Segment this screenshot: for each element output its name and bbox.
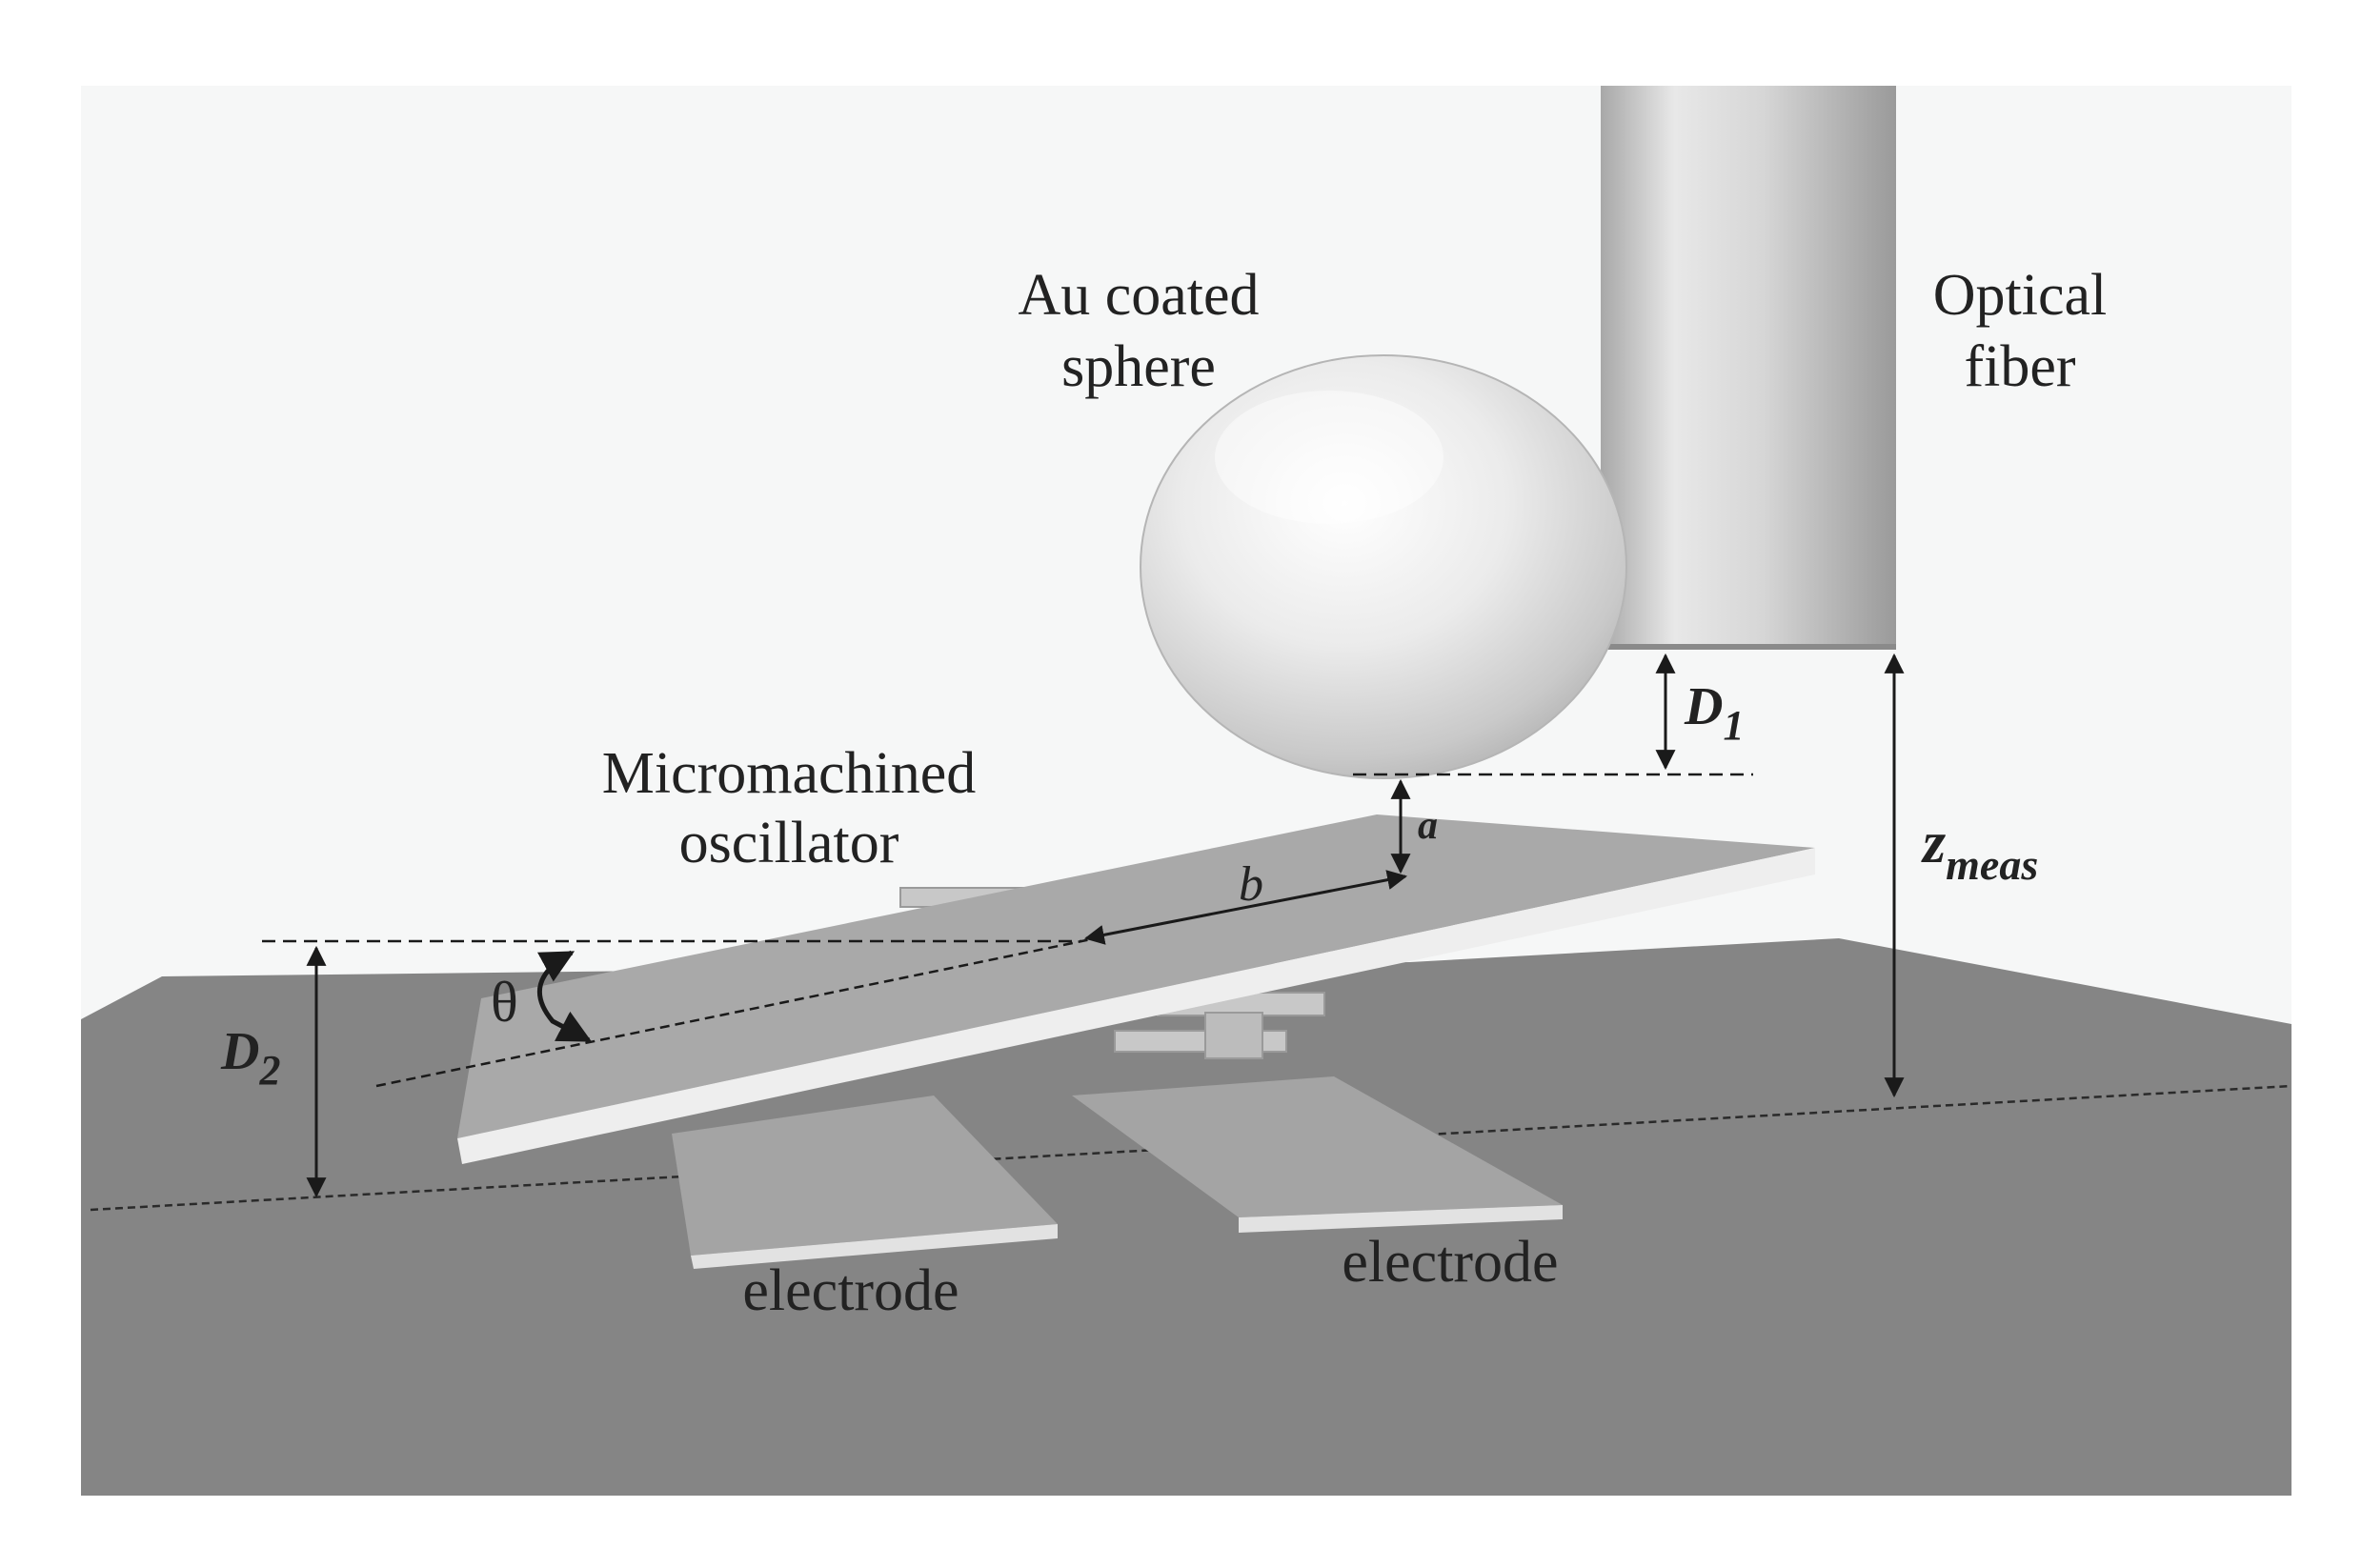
oscillator-label-line2: oscillator xyxy=(679,811,899,875)
au-coated-sphere xyxy=(1140,354,1627,779)
theta-angle-arrow xyxy=(536,950,593,1043)
sphere-label-line1: Au coated xyxy=(1018,263,1259,328)
a-symbol: a xyxy=(1418,804,1438,848)
fiber-label-line1: Optical xyxy=(1933,263,2108,328)
theta-symbol: θ xyxy=(491,971,518,1034)
zmeas-symbol: zmeas xyxy=(1921,811,2038,889)
d1-symbol: D1 xyxy=(1684,677,1744,749)
sphere-label-line2: sphere xyxy=(1061,334,1216,399)
oscillator-label-line1: Micromachined xyxy=(602,741,977,806)
plate-tilt-line xyxy=(375,936,1097,1088)
sphere-highlight xyxy=(1215,391,1443,524)
optical-fiber xyxy=(1601,86,1896,650)
b-symbol: b xyxy=(1239,857,1263,912)
electrode-right-label: electrode xyxy=(1342,1230,1558,1295)
electrode-left-pad xyxy=(672,1096,1058,1269)
b-dimension-arrow xyxy=(1083,870,1408,945)
electrode-right-pad xyxy=(1072,1076,1563,1233)
ground-reference-line xyxy=(90,1084,2292,1212)
d2-symbol: D2 xyxy=(220,1022,280,1094)
ground-plane xyxy=(81,938,2291,1496)
oscillator-plate xyxy=(457,814,1815,1164)
electrode-left-label: electrode xyxy=(742,1258,959,1323)
fiber-label-line2: fiber xyxy=(1964,334,2075,399)
